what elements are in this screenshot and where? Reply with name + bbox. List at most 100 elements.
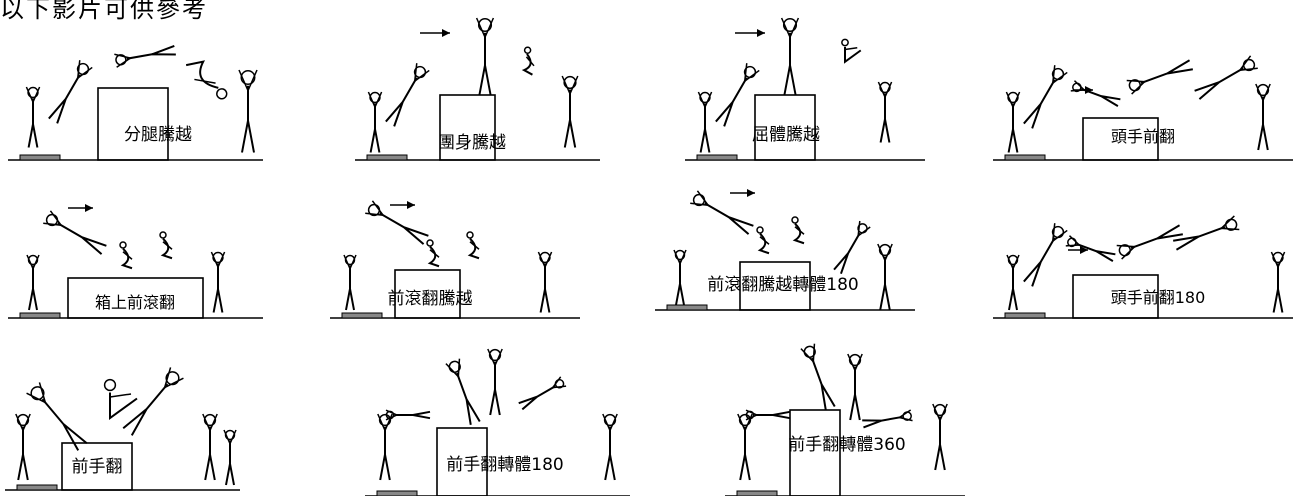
gymnast-figure	[1194, 55, 1258, 100]
motion-arrow	[68, 204, 93, 212]
gymnast-figure	[521, 46, 535, 76]
vaulting-box	[67, 277, 204, 319]
gymnast-figure	[365, 200, 429, 245]
springboard	[696, 154, 738, 161]
vaulting-box	[394, 269, 461, 319]
gymnast-figure	[847, 353, 863, 421]
gymnast-figure	[185, 60, 228, 100]
springboard	[376, 490, 418, 496]
vault-label: 前手翻	[72, 457, 123, 477]
springboard	[666, 304, 708, 311]
vaulting-box	[436, 427, 488, 496]
vaulting-box	[1072, 274, 1159, 319]
motion-arrow	[735, 29, 765, 37]
gymnast-figure	[475, 17, 495, 96]
gymnast-figure	[43, 210, 107, 255]
gymnast-figure	[159, 231, 173, 260]
gymnast-figure	[780, 17, 800, 96]
vaulting-box	[1082, 117, 1159, 161]
gymnast-figure	[862, 409, 913, 429]
gymnast-figure	[715, 63, 760, 127]
springboard	[19, 154, 61, 161]
vault-label: 屈體騰越	[752, 125, 820, 145]
gymnast-figure	[26, 382, 88, 451]
gymnast-figure	[114, 44, 176, 68]
gymnast-figure	[841, 38, 862, 64]
gymnast-figure	[487, 348, 503, 416]
vaulting-box	[739, 261, 811, 311]
gymnast-figure	[103, 378, 138, 420]
vault-label: 分腿騰越	[124, 125, 192, 145]
gymnast-figure	[15, 413, 31, 481]
vault-diagram-4: 頭手前翻	[993, 55, 1293, 161]
vault-label: 前滾翻騰越轉體180	[707, 275, 858, 295]
gymnast-figure	[385, 63, 430, 127]
gymnast-figure	[466, 231, 480, 260]
vault-diagram-5: 箱上前滾翻	[8, 204, 263, 319]
vaulting-box	[439, 94, 496, 161]
gymnast-figure	[1173, 215, 1240, 251]
gymnast-figure	[343, 254, 357, 311]
vault-diagram-6: 前滾翻騰越	[330, 200, 580, 319]
gymnast-figure	[1023, 223, 1068, 287]
gymnast-figure	[1070, 80, 1121, 107]
vaulting-box	[61, 442, 133, 491]
gymnast-figure	[210, 251, 226, 313]
motion-arrow	[1068, 246, 1088, 254]
gymnast-figure	[202, 413, 218, 481]
gymnast-figure	[737, 413, 753, 481]
gymnast-figure	[877, 243, 893, 311]
gymnast-figure	[426, 239, 440, 268]
vault-label: 前手翻轉體180	[446, 455, 563, 475]
gymnast-figure	[745, 409, 791, 421]
gymnast-figure	[1126, 59, 1193, 95]
motion-arrow	[1073, 86, 1093, 94]
gymnast-figure	[690, 190, 754, 235]
gymnast-figure	[561, 75, 579, 148]
gymnast-figure	[791, 216, 805, 245]
gymnast-figure	[1065, 235, 1116, 262]
gymnast-figure	[877, 81, 893, 143]
vault-diagram-7: 前滾翻騰越轉體180	[655, 189, 915, 311]
gymnast-figure	[445, 358, 481, 425]
gymnast-figure	[537, 251, 553, 313]
gymnast-figure	[238, 69, 258, 153]
springboard	[366, 154, 408, 161]
gymnast-figure	[25, 86, 41, 148]
gymnast-figure	[697, 91, 713, 153]
vault-label: 箱上前滾翻	[95, 293, 175, 312]
gymnast-figure	[756, 226, 770, 255]
springboard	[1004, 154, 1046, 161]
gymnast-figure	[223, 429, 237, 486]
vault-diagram-11: 前手翻轉體360	[725, 343, 965, 496]
gymnast-figure	[119, 241, 133, 270]
springboard	[16, 484, 58, 491]
gymnast-figure	[26, 254, 40, 311]
gymnast-figure	[48, 60, 93, 124]
springboard	[19, 312, 61, 319]
gymnast-figure	[1270, 251, 1286, 313]
gymnast-figure	[122, 367, 184, 436]
springboard	[1004, 312, 1046, 319]
page-heading: 以下影片可供參考	[0, 0, 208, 23]
gymnast-figure	[602, 413, 618, 481]
springboard	[736, 490, 778, 496]
gymnast-figure	[800, 343, 836, 410]
gymnast-figure	[932, 403, 948, 471]
vault-label: 團身騰越	[438, 133, 506, 153]
gymnast-figure	[1023, 65, 1068, 129]
vault-diagram-8: 頭手前翻180	[993, 215, 1293, 319]
vault-label: 頭手前翻180	[1111, 288, 1206, 307]
springboard	[341, 312, 383, 319]
vault-diagram-3: 屈體騰越	[685, 17, 925, 161]
gymnast-figure	[1006, 254, 1020, 311]
gymnast-figure	[1116, 224, 1183, 260]
vault-diagram-1: 分腿騰越	[8, 44, 263, 161]
vault-label: 頭手前翻	[1111, 127, 1175, 146]
gymnast-figure	[385, 409, 431, 421]
vault-label: 前手翻轉體360	[788, 435, 905, 455]
motion-arrow	[390, 201, 415, 209]
vault-diagram-2: 團身騰越	[355, 17, 600, 161]
motion-arrow	[730, 189, 755, 197]
